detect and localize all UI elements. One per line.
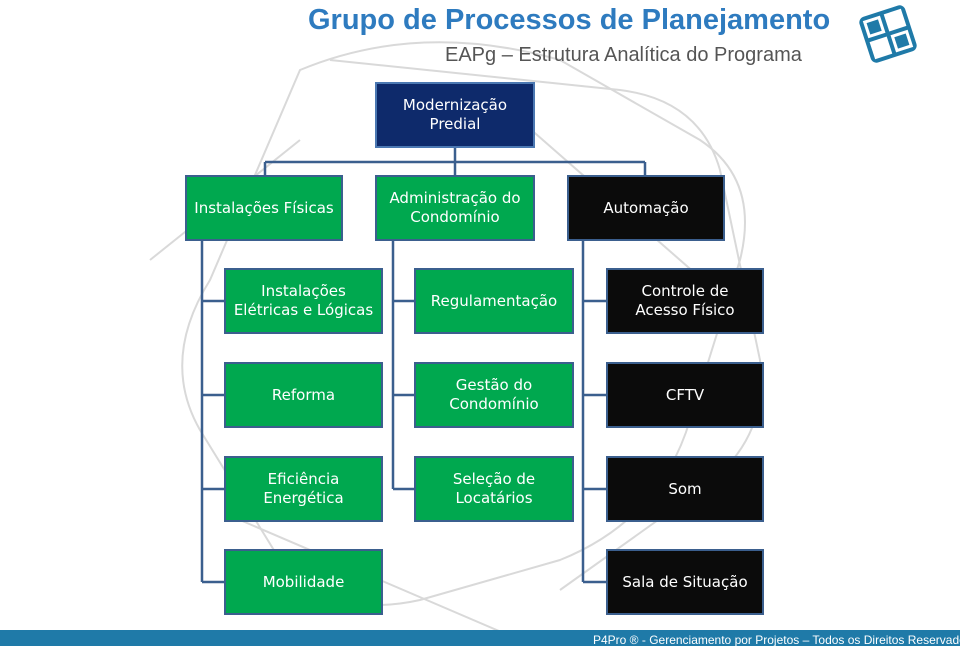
node-label: Som (668, 479, 702, 498)
node-regulamentacao: Regulamentação (414, 268, 574, 334)
node-label: Reforma (271, 385, 336, 404)
node-label: Controle de Acesso Físico (635, 282, 735, 319)
node-selecao-locatarios: Seleção de Locatários (414, 456, 574, 522)
page-title: Grupo de Processos de Planejamento (308, 4, 831, 36)
node-administracao-condominio: Administração do Condomínio (375, 175, 535, 241)
p4pro-logo (859, 5, 917, 63)
node-gestao-condominio: Gestão do Condomínio (414, 362, 574, 428)
node-sala-situacao: Sala de Situação (606, 549, 764, 615)
node-label: Gestão do Condomínio (449, 376, 539, 413)
node-label: Mobilidade (262, 572, 345, 591)
node-cftv: CFTV (606, 362, 764, 428)
page-subtitle: EAPg – Estrutura Analítica do Programa (445, 44, 802, 66)
node-som: Som (606, 456, 764, 522)
node-label: Automação (603, 198, 689, 217)
node-instalacoes-fisicas: Instalações Físicas (185, 175, 343, 241)
root-node: Modernização Predial (375, 82, 535, 148)
node-label: Sala de Situação (622, 572, 748, 591)
footer-bar (0, 630, 960, 646)
node-mobilidade: Mobilidade (224, 549, 383, 615)
node-automacao: Automação (567, 175, 725, 241)
node-controle-acesso: Controle de Acesso Físico (606, 268, 764, 334)
node-label: Eficiência Energética (263, 470, 344, 507)
node-eficiencia-energetica: Eficiência Energética (224, 456, 383, 522)
node-label: CFTV (665, 385, 705, 404)
node-label: Seleção de Locatários (452, 470, 536, 507)
node-label: Instalações Físicas (194, 198, 334, 217)
root-node-label: Modernização Predial (402, 96, 508, 133)
node-reforma: Reforma (224, 362, 383, 428)
node-label: Regulamentação (430, 291, 558, 310)
footer-text: P4Pro ® - Gerenciamento por Projetos – T… (593, 633, 960, 647)
node-label: Instalações Elétricas e Lógicas (233, 282, 374, 319)
node-instalacoes-eletricas: Instalações Elétricas e Lógicas (224, 268, 383, 334)
node-label: Administração do Condomínio (389, 189, 521, 226)
